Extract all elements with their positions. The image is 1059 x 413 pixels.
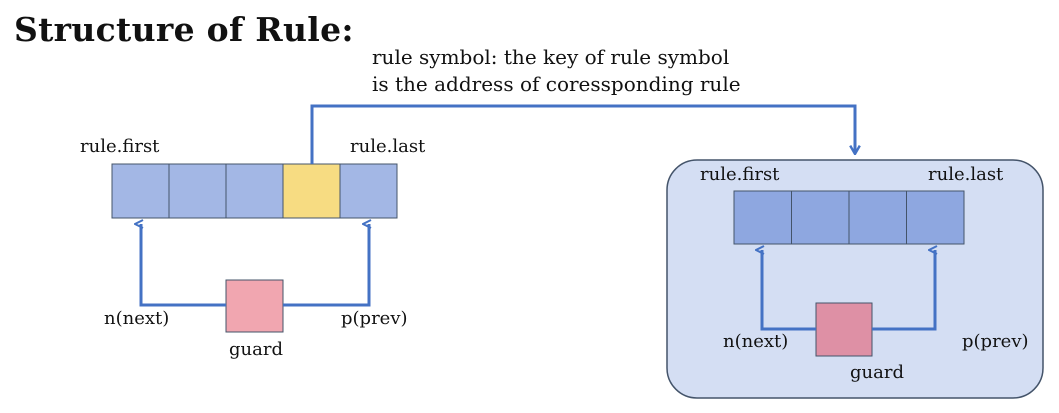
right-rule-cell-3 bbox=[848, 190, 907, 245]
right-rule-cell-2 bbox=[791, 190, 850, 245]
left-rule-cell-5 bbox=[339, 163, 398, 219]
left-next-label: n(next) bbox=[104, 308, 170, 329]
right-guard-node bbox=[815, 302, 873, 357]
left-next-arrow bbox=[141, 224, 226, 307]
left-prev-arrow bbox=[283, 224, 369, 307]
left-prev-label: p(prev) bbox=[341, 308, 408, 329]
right-next-label: n(next) bbox=[723, 331, 789, 352]
right-prev-arrow bbox=[872, 250, 935, 331]
left-rule-cell-1 bbox=[111, 163, 170, 219]
left-rule-cell-4-rule-symbol bbox=[282, 163, 341, 219]
right-rule-cell-4 bbox=[906, 190, 965, 245]
right-prev-label: p(prev) bbox=[962, 331, 1029, 352]
rule-symbol-connector-arrow bbox=[310, 104, 855, 164]
right-rule-cells bbox=[733, 190, 965, 245]
annotation-line-1: rule symbol: the key of rule symbol bbox=[372, 45, 730, 69]
left-rule-cell-3 bbox=[225, 163, 284, 219]
left-rule-cells bbox=[111, 163, 398, 219]
rule-symbol-annotation: rule symbol: the key of rule symbol is t… bbox=[372, 44, 741, 98]
page-title: Structure of Rule: bbox=[14, 10, 354, 49]
left-rule-first-label: rule.first bbox=[80, 136, 160, 157]
left-guard-label: guard bbox=[229, 339, 283, 360]
right-next-arrow bbox=[762, 250, 816, 331]
right-guard-label: guard bbox=[850, 362, 904, 383]
left-guard-node bbox=[225, 279, 284, 333]
right-rule-first-label: rule.first bbox=[700, 164, 780, 185]
left-rule-last-label: rule.last bbox=[350, 136, 426, 157]
right-rule-last-label: rule.last bbox=[928, 164, 1004, 185]
left-rule-cell-2 bbox=[168, 163, 227, 219]
annotation-line-2: is the address of coressponding rule bbox=[372, 72, 741, 96]
right-rule-cell-1 bbox=[733, 190, 792, 245]
